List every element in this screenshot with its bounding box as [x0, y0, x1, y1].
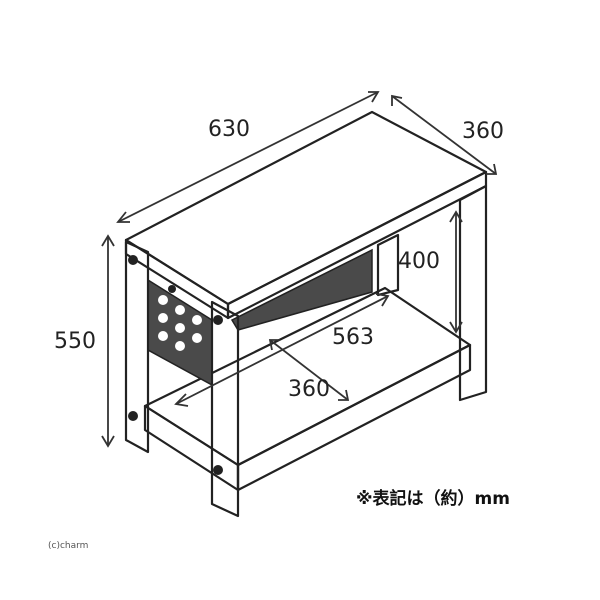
units-note: ※表記は（約）mm	[356, 488, 510, 509]
copyright-mark: (c)charm	[48, 541, 88, 551]
bolt-icon	[128, 411, 138, 421]
bolt-icon	[213, 465, 223, 475]
top-board	[124, 110, 488, 320]
panel-holes	[158, 295, 202, 351]
back-right-leg	[458, 184, 488, 402]
shelf-gap-label: 400	[398, 249, 440, 274]
back-panel	[230, 248, 373, 331]
bolt-icon	[168, 285, 176, 293]
back-left-post	[376, 233, 400, 297]
dimension-lines	[101, 91, 498, 448]
bolts	[128, 255, 223, 475]
bolt-icon	[213, 315, 223, 325]
height-label: 550	[54, 329, 96, 354]
front-right-leg	[210, 300, 240, 518]
width-label: 630	[208, 117, 250, 142]
side-perforated-panel	[147, 278, 213, 387]
inner-depth-label: 360	[288, 377, 330, 402]
inner-width-label: 563	[332, 325, 374, 350]
depth-label: 360	[462, 119, 504, 144]
bolt-icon	[128, 255, 138, 265]
